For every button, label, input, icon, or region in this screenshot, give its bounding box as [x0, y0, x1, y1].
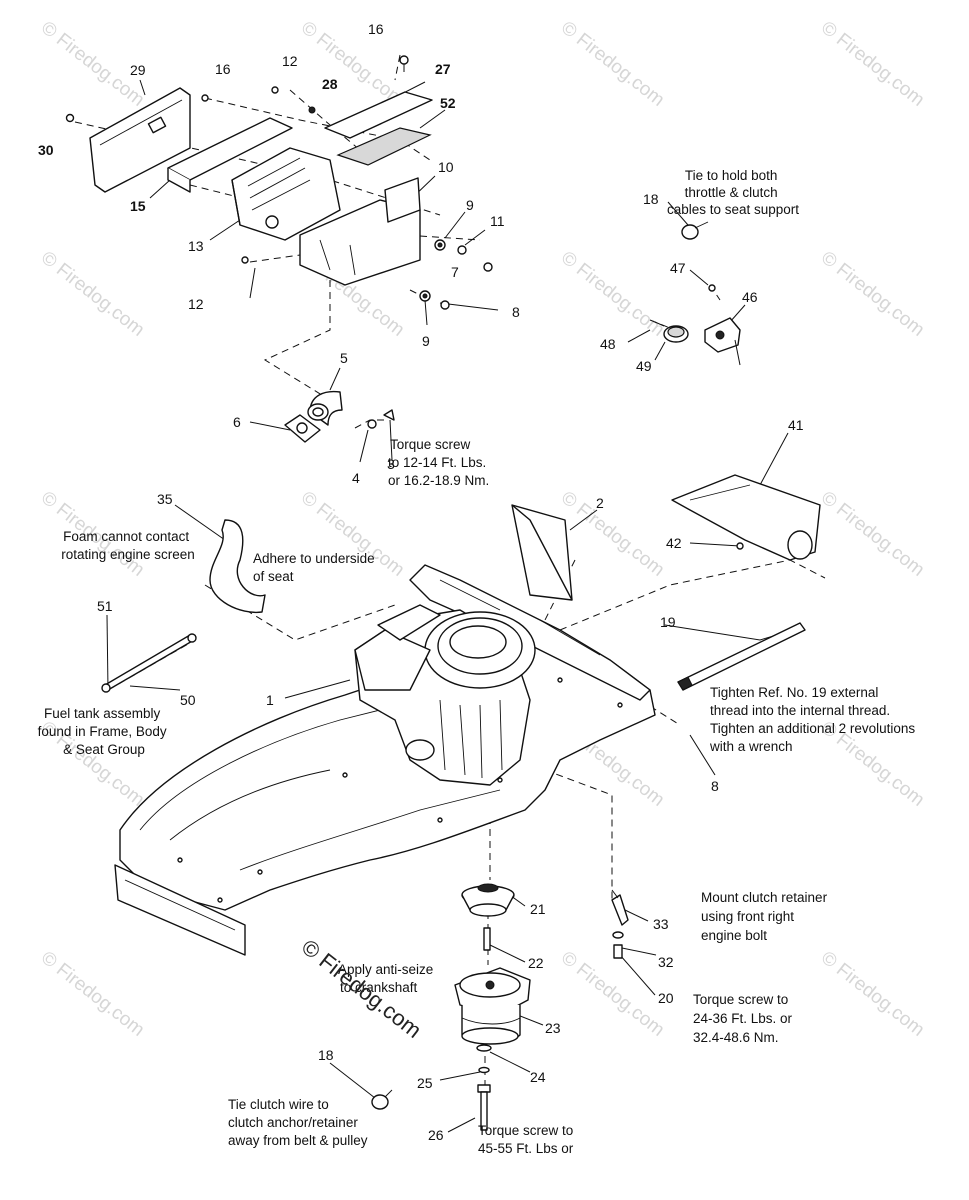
- part-21-pulley: [461, 883, 515, 917]
- note-foam: Foam cannot contact rotating engine scre…: [61, 529, 195, 562]
- part-number: 28: [322, 76, 338, 92]
- part-number: 9: [466, 197, 474, 213]
- part-number: 15: [130, 198, 146, 214]
- parts-20-32-33-clutch-retainer: [611, 889, 629, 959]
- part-24-25-washers: [476, 1044, 492, 1074]
- watermark-tile: © Firedog.com: [817, 247, 928, 340]
- part-5-6-exhaust-elbow: [284, 390, 395, 443]
- part-number: 32: [658, 954, 674, 970]
- part-number: 13: [188, 238, 204, 254]
- watermark-tile: © Firedog.com: [817, 17, 928, 110]
- part-number: 26: [428, 1127, 444, 1143]
- watermark-tile: © Firedog.com: [297, 17, 408, 110]
- part-number: 3: [387, 456, 395, 472]
- part-number: 52: [440, 95, 456, 111]
- part-number: 21: [530, 901, 546, 917]
- part-number: 35: [157, 491, 173, 507]
- note-anti-seize: Apply anti-seize to crankshaft: [338, 962, 437, 995]
- part-number: 20: [658, 990, 674, 1006]
- part-number: 48: [600, 336, 616, 352]
- part-number: 47: [670, 260, 686, 276]
- part-number: 16: [215, 61, 231, 77]
- part-number: 41: [788, 417, 804, 433]
- part-13-muffler: [231, 147, 341, 241]
- part-number: 1: [266, 692, 274, 708]
- part-19-rod: [677, 622, 806, 691]
- note-tighten-19: Tighten Ref. No. 19 external thread into…: [709, 685, 919, 754]
- part-number: 10: [438, 159, 454, 175]
- part-number: 42: [666, 535, 682, 551]
- part-2-shield: [511, 504, 573, 601]
- part-number: 25: [417, 1075, 433, 1091]
- part-number: 24: [530, 1069, 546, 1085]
- part-number: 11: [490, 213, 505, 229]
- part-number: 29: [130, 62, 146, 78]
- part-18-cable-tie-top: [681, 221, 709, 240]
- part-number: 23: [545, 1020, 561, 1036]
- note-fuel-tank: Fuel tank assembly found in Frame, Body …: [38, 706, 171, 757]
- watermark-tile: © Firedog.com: [817, 487, 928, 580]
- part-number: 30: [38, 142, 54, 158]
- note-mount-clutch: Mount clutch retainer using front right …: [701, 890, 831, 943]
- note-adhere: Adhere to underside of seat: [253, 551, 378, 584]
- part-number: 51: [97, 598, 113, 614]
- part-number: 50: [180, 692, 196, 708]
- part-number: 6: [233, 414, 241, 430]
- watermark-tile: © Firedog.com: [817, 947, 928, 1040]
- part-number: 7: [451, 264, 459, 280]
- watermark-tile: © Firedog.com: [557, 947, 668, 1040]
- part-number: 27: [435, 61, 451, 77]
- part-35-foam-strip: [209, 519, 266, 614]
- part-50-51-rod: [101, 633, 197, 693]
- part-number: 8: [711, 778, 719, 794]
- part-29-heat-shield: [89, 87, 191, 193]
- note-torque-45-55: Torque screw to 45-55 Ft. Lbs or: [478, 1123, 577, 1156]
- part-number: 18: [643, 191, 659, 207]
- part-number: 46: [742, 289, 758, 305]
- parts-46-49-throttle: [654, 284, 741, 366]
- part-number: 16: [368, 21, 384, 37]
- part-27-plate: [324, 91, 433, 139]
- watermark-tile: © Firedog.com: [37, 247, 148, 340]
- small-hardware-upper: [65, 55, 493, 310]
- part-number: 33: [653, 916, 669, 932]
- part-number: 9: [422, 333, 430, 349]
- part-1-engine: [354, 604, 536, 786]
- part-number: 4: [352, 470, 360, 486]
- watermark-tile: © Firedog.com: [557, 487, 668, 580]
- note-torque-12-14: Torque screw to 12-14 Ft. Lbs. or 16.2-1…: [388, 437, 490, 488]
- part-number: 49: [636, 358, 652, 374]
- part-number: 12: [188, 296, 204, 312]
- installation-notes: Tie to hold both throttle & clutch cable…: [38, 168, 919, 1156]
- watermark-tile: © Firedog.com: [557, 17, 668, 110]
- part-18-cable-tie-bottom: [371, 1089, 393, 1110]
- part-number: 5: [340, 350, 348, 366]
- part-22-key: [483, 927, 491, 951]
- watermark-tile: © Firedog.com: [297, 487, 408, 580]
- part-23-clutch: [454, 967, 531, 1045]
- part-41-belt-guard: [671, 474, 821, 561]
- part-number: 19: [660, 614, 676, 630]
- part-number: 2: [596, 495, 604, 511]
- part-number: 8: [512, 304, 520, 320]
- part-number: 12: [282, 53, 298, 69]
- part-26-bolt: [477, 1084, 491, 1131]
- part-15-bracket: [167, 117, 293, 193]
- part-52-insulator: [336, 127, 432, 166]
- watermark-tile: © Firedog.com: [557, 247, 668, 340]
- part-10-muffler-bracket: [299, 177, 421, 286]
- note-tie-clutch-wire: Tie clutch wire to clutch anchor/retaine…: [228, 1097, 368, 1148]
- part-number: 18: [318, 1047, 334, 1063]
- watermark-tile: © Firedog.com: [37, 947, 148, 1040]
- part-number: 22: [528, 955, 544, 971]
- note-tie-cables: Tie to hold both throttle & clutch cable…: [667, 168, 799, 217]
- note-torque-24-36: Torque screw to 24-36 Ft. Lbs. or 32.4-4…: [693, 992, 796, 1045]
- part-number-labels: 16 27 29 16 12 28 52 30 15 10 13 9 11 7 …: [38, 21, 804, 1143]
